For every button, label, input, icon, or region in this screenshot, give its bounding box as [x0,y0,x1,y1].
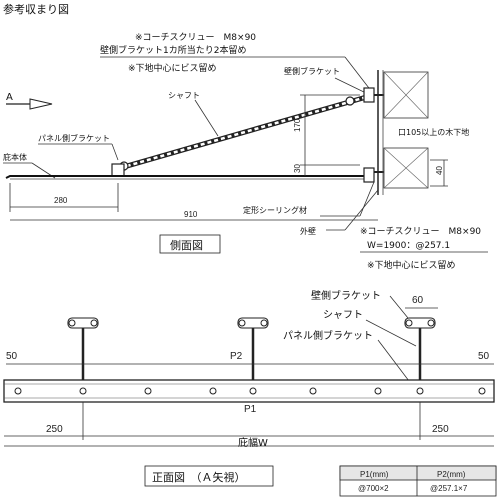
note-screw: ※コーチスクリュー M8×90 [135,32,256,43]
front-dim-250-left: 250 [46,424,63,435]
front-dim-250-right: 250 [432,424,449,435]
leader-shaft [194,99,219,137]
front-screw-dots [14,387,486,395]
front-label-wall-bracket: 壁側ブラケット [311,289,381,302]
note-base-2: ※下地中心にビス留め [367,259,456,271]
front-canopy-strip [3,379,495,403]
table-cell-p1: @700×2 [358,484,389,493]
dim-40: 40 [435,166,444,175]
label-wall-bracket: 壁側ブラケット [284,66,340,76]
page-title: 参考収まり図 [3,2,69,16]
table-header-p2: P2(mm) [437,470,466,479]
front-dim-50-right: 50 [478,351,490,362]
front-bracket-center [237,317,269,387]
note-screw-2: ※コーチスクリュー M8×90 [360,226,481,237]
table-header-p1: P1(mm) [360,470,389,479]
wall-bracket-side [363,87,375,103]
side-caption-box [159,234,221,254]
spacing-note: W=1900：@257.1 [367,241,450,251]
shaft-rod [117,93,373,171]
leader-panel-bracket-d [111,143,119,161]
front-p1: P1 [244,404,257,415]
wall-bracket-lower [363,167,375,183]
leader-seal-d [359,181,375,217]
label-canopy-body: 庇本体 [3,152,27,162]
shaft-end-fitting-top [345,96,355,106]
note-bracket-count: 壁側ブラケット1カ所当たり2本留め [100,44,246,56]
leader-outer-wall-d [344,189,379,231]
label-outer-wall: 外壁 [300,226,316,236]
label-shaft: シャフト [168,91,200,100]
shaft-rod-texture [119,94,371,170]
front-caption-box [144,465,274,487]
wood-base-bottom [383,147,429,189]
arrow-a-head [29,98,53,110]
front-leader-shaft [365,319,417,347]
front-bracket-left [67,317,99,387]
front-caption: 正面図 （Ａ矢視） [152,470,246,484]
dim-280: 280 [54,196,68,205]
spacing-table: P1(mm) P2(mm) @700×2 @257.1×7 [339,465,497,497]
leader-wall-bracket [334,77,369,95]
front-label-panel-bracket: パネル側ブラケット [283,329,373,342]
front-leader-panel-bracket [377,339,413,386]
label-wood-base: 口105以上の木下地 [398,127,469,137]
front-p2: P2 [230,351,243,362]
side-caption: 側面図 [170,239,203,252]
note-base: ※下地中心にビス留め [128,62,217,74]
panel-bracket-side [111,163,125,177]
label-arrow-a: A [6,92,13,103]
canopy-body [5,175,372,179]
front-label-shaft: シャフト [323,310,363,321]
front-dim-60: 60 [412,295,424,306]
dim-30: 30 [293,164,302,173]
wood-base-top [383,71,429,119]
note-leader-diag [344,56,373,93]
table-cell-p2: @257.1×7 [430,484,468,493]
dim-910: 910 [184,210,198,219]
label-panel-bracket: パネル側ブラケット [38,133,110,143]
label-seal: 定形シーリング材 [243,205,307,215]
front-label-width: 庇幅W [238,436,268,449]
dim-170: 170 [293,118,302,132]
front-leader-wall-bracket [389,295,409,319]
front-dim-50-left: 50 [6,351,18,362]
front-bracket-right [404,317,436,387]
